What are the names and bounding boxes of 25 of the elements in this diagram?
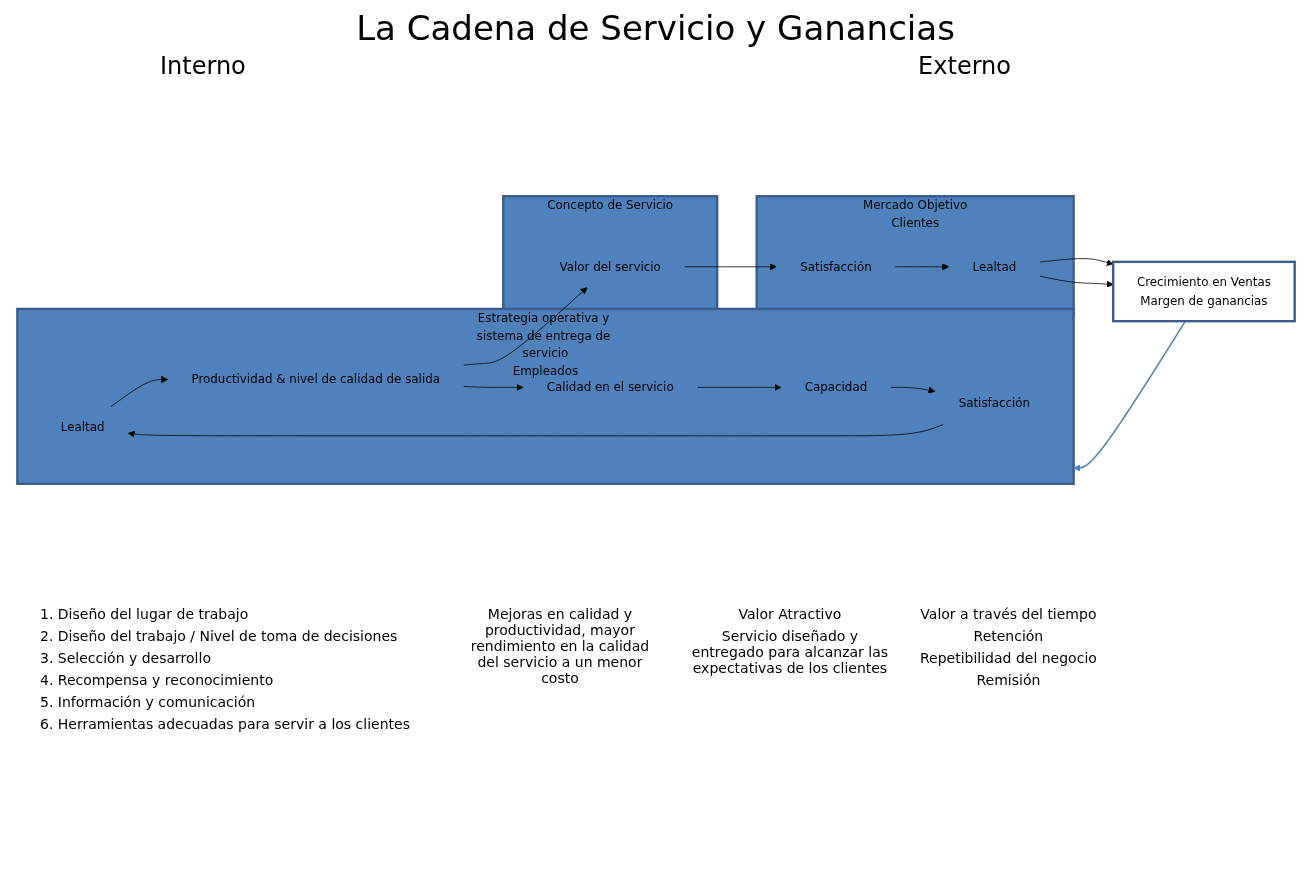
note-text: Repetibilidad del negocio [919, 650, 1097, 666]
section-heading: Interno [160, 52, 246, 80]
list-item: 3. Selección y desarrollo [40, 650, 212, 666]
node-text: Productividad & nivel de calidad de salida [191, 372, 440, 387]
list-item: 2. Diseño del trabajo / Nivel de toma de decisiones [40, 628, 399, 644]
node-text: Calidad en el servicio [546, 380, 674, 395]
note-text: Servicio diseñado y entregado para alcanzar las expectativas de los clientes [690, 628, 890, 676]
node-text: Capacidad [804, 380, 867, 395]
section-heading: Externo [918, 52, 1011, 80]
node-text: Lealtad [972, 259, 1016, 274]
list-item: 1. Diseño del lugar de trabajo [40, 606, 250, 622]
list-item: 5. Información y comunicación [40, 694, 257, 710]
list-item: 4. Recompensa y reconocimiento [40, 672, 275, 688]
node-text: Satisfacción [958, 396, 1030, 411]
node-text: Satisfacción [799, 259, 872, 274]
note-text: Remisión [975, 672, 1042, 688]
title: La Cadena de Servicio y Ganancias [355, 8, 956, 48]
node-text: Lealtad [60, 420, 105, 435]
note-text: Valor a través del tiempo [919, 606, 1097, 622]
note-text: Mejoras en calidad y productividad, mayor rendimiento en la calidad del servicio a un menor costo [469, 606, 651, 686]
list-item: 6. Herramientas adecuadas para servir a los clientes [40, 716, 410, 732]
node-text: Valor del servicio [559, 259, 661, 274]
note-text: Retención [972, 628, 1045, 644]
node-box: Crecimiento en Ventas Margen de ganancias [1111, 260, 1296, 323]
note-text: Valor Atractivo [737, 606, 843, 622]
